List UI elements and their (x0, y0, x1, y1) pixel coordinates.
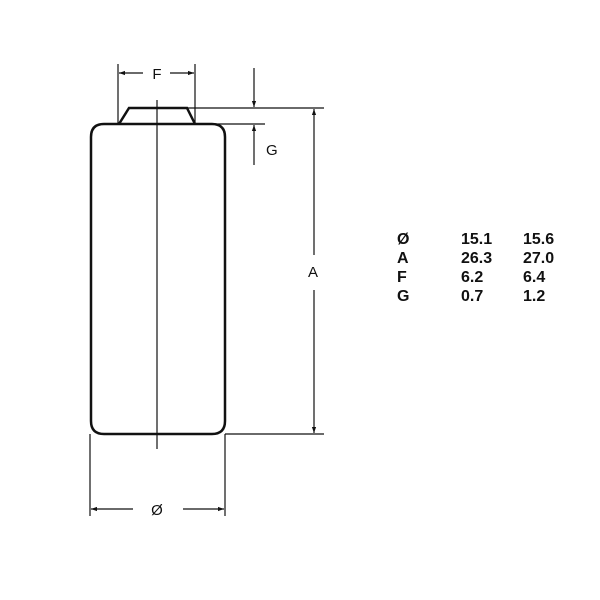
dimensions-table: Ø 15.1 15.6 A 26.3 27.0 F 6.2 6.4 G 0.7 1.2 (397, 230, 554, 306)
symbol-cell: G (397, 288, 410, 305)
symbol-cell: A (397, 250, 409, 267)
symbol-cell: Ø (397, 231, 410, 248)
dimension-g (187, 68, 280, 165)
battery-terminal-cap (117, 106, 197, 125)
symbol-cell: F (397, 269, 407, 286)
min-cell: 0.7 (461, 288, 484, 305)
max-cell: 1.2 (523, 288, 546, 305)
min-cell: 6.2 (461, 269, 484, 286)
min-cell: 15.1 (461, 231, 493, 248)
label-g: G (266, 142, 278, 159)
label-a: A (308, 264, 318, 281)
battery-body (89, 122, 227, 436)
dimension-f (117, 64, 196, 124)
max-cell: 6.4 (523, 269, 546, 286)
label-diameter: Ø (151, 502, 163, 519)
table-row: A 26.3 27.0 (397, 249, 554, 268)
dimension-diameter (89, 434, 226, 516)
dimension-a (225, 107, 324, 435)
max-cell: 27.0 (523, 250, 555, 267)
table-row: Ø 15.1 15.6 (397, 230, 554, 249)
label-f: F (152, 66, 161, 83)
table-row: F 6.2 6.4 (397, 268, 554, 287)
min-cell: 26.3 (461, 250, 493, 267)
table-row: G 0.7 1.2 (397, 287, 554, 306)
max-cell: 15.6 (523, 231, 555, 248)
